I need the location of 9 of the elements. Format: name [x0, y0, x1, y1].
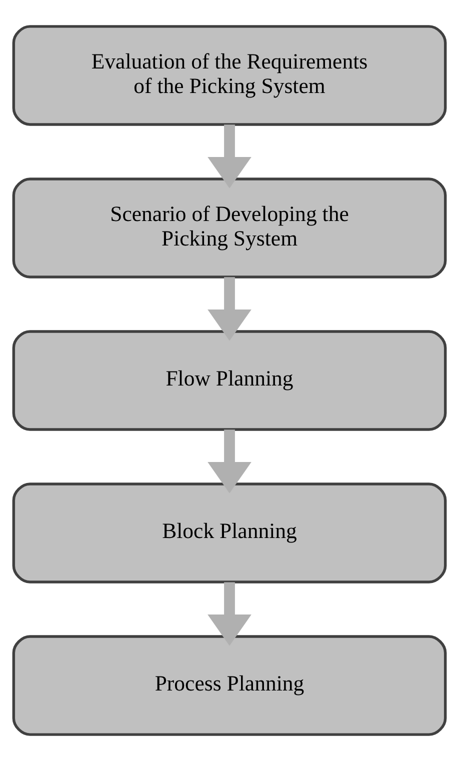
node-box: Block Planning — [12, 482, 447, 583]
node-box: Evaluation of the Requirements of the Picking System — [12, 24, 447, 126]
node-box: Process Planning — [12, 634, 447, 736]
node-box: Flow Planning — [12, 330, 447, 430]
arrow — [208, 276, 252, 340]
arrow — [208, 429, 252, 493]
node-box: Scenario of Developing the Picking System — [12, 177, 447, 278]
arrow — [208, 582, 252, 646]
arrow — [208, 124, 252, 188]
